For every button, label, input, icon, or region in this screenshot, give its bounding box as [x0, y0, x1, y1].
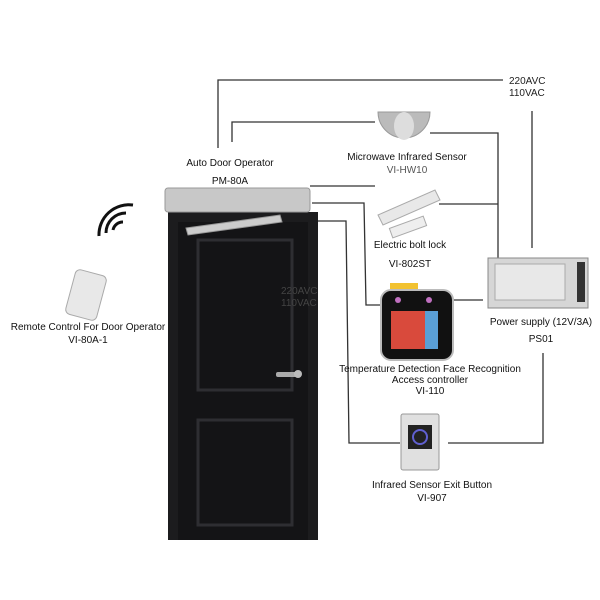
remote-device — [65, 269, 107, 321]
lock-device — [377, 189, 441, 239]
door-handle — [276, 372, 300, 377]
operator-unit — [164, 187, 311, 236]
wire-operator-exit — [312, 220, 400, 444]
wire-power-exit — [448, 353, 544, 444]
operator-arm — [185, 214, 283, 236]
door-panel-top — [196, 238, 294, 392]
wire-mains-operator — [217, 79, 503, 148]
power-label: Power supply (12V/3A)PS01 — [489, 317, 593, 345]
exit-button-device — [400, 413, 440, 471]
wireless-signal-icon — [97, 203, 134, 237]
wires — [217, 79, 544, 444]
face-device — [380, 283, 454, 361]
wire-operator-face — [312, 202, 383, 306]
sensor-device — [377, 111, 431, 140]
wire-sensor-operator — [231, 121, 375, 142]
door-panel-bottom — [196, 418, 294, 527]
wire-sensor-power — [430, 132, 499, 258]
power-device — [487, 257, 589, 309]
door — [168, 212, 318, 540]
